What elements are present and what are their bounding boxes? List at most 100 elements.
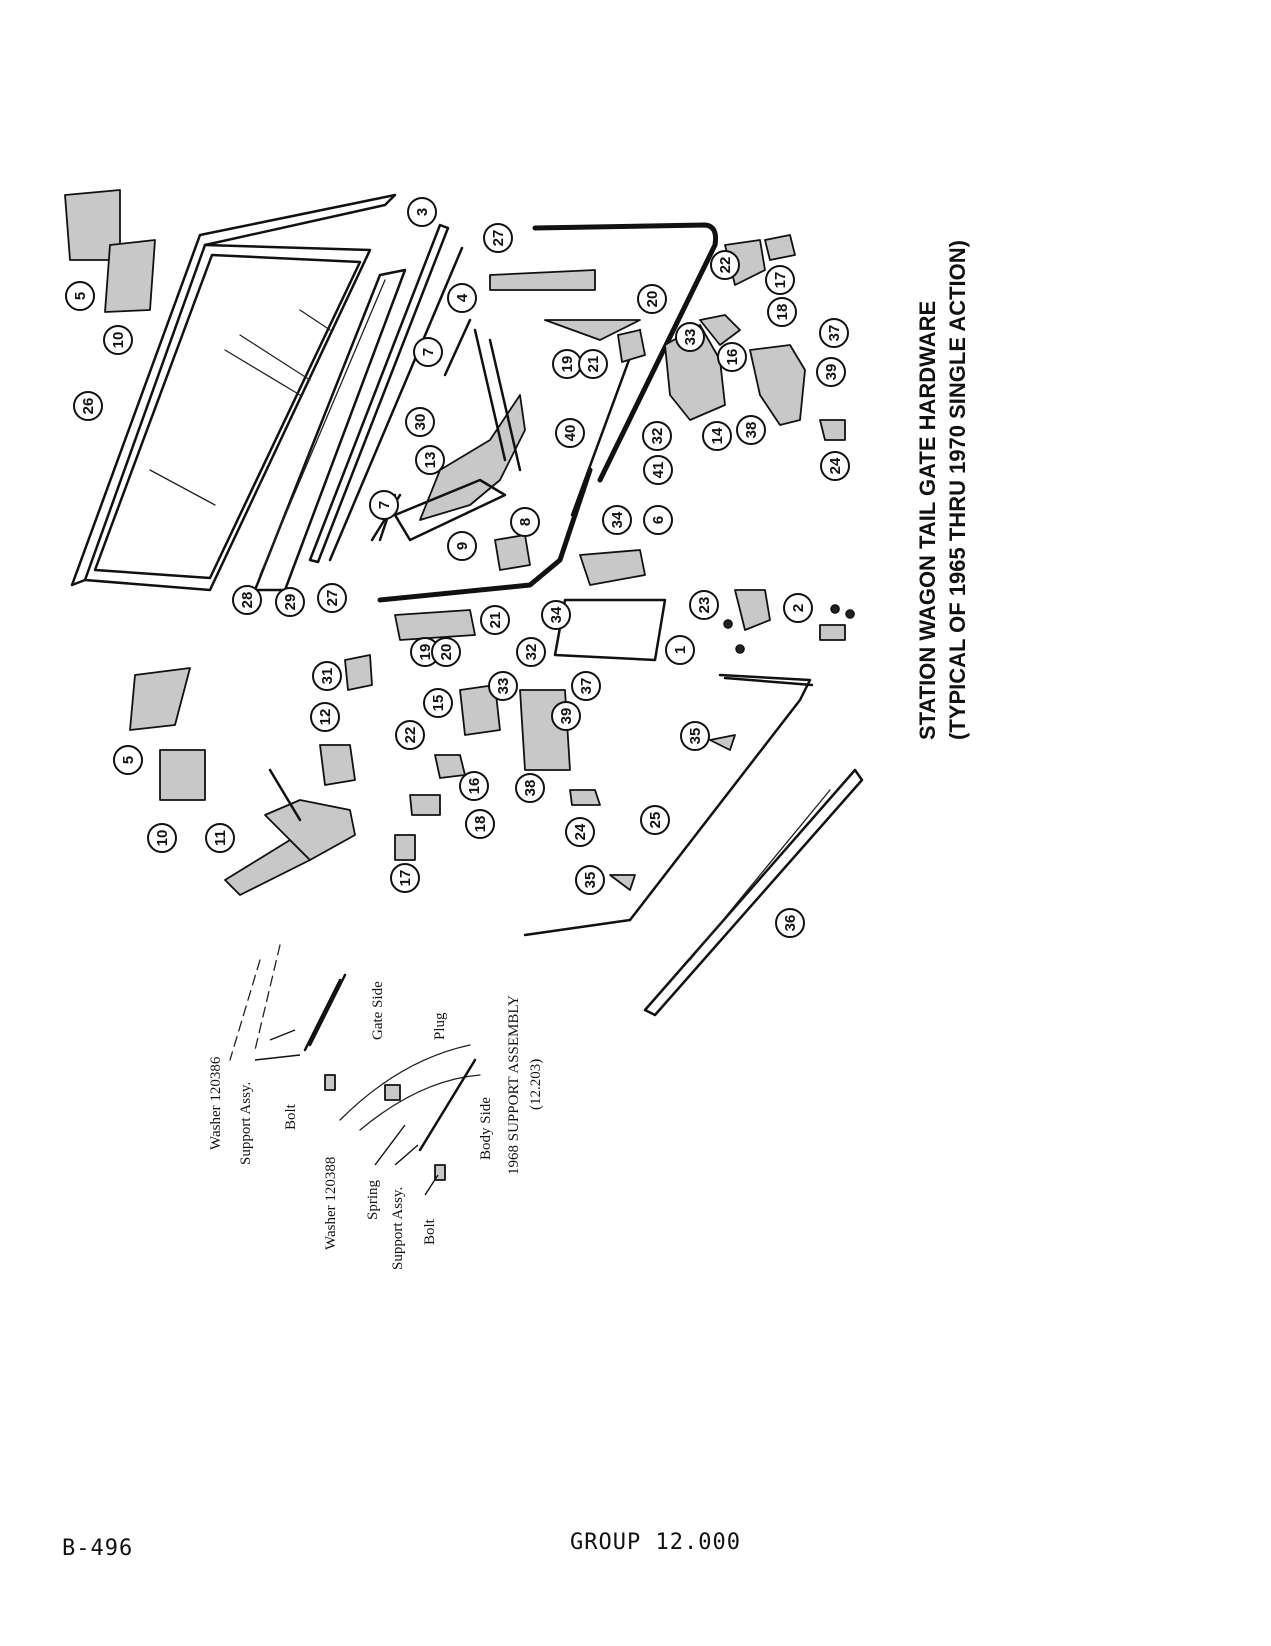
callout-10: 10 [147,823,177,853]
callout-number: 38 [743,422,760,439]
callout-31: 31 [312,661,342,691]
callout-number: 6 [650,516,667,524]
callout-number: 29 [282,594,299,611]
callout-number: 35 [687,728,704,745]
inset-label-washer-120386: Washer 120386 [208,1056,224,1150]
callout-32: 32 [516,637,546,667]
hinge-group-right [489,234,846,441]
callout-17: 17 [765,265,795,295]
callout-33: 33 [488,671,518,701]
latch-and-plate-group [494,534,855,662]
callout-number: 39 [823,364,840,381]
callout-25: 25 [640,805,670,835]
callout-number: 4 [454,293,471,302]
callout-number: 17 [772,272,789,289]
callout-number: 14 [709,427,726,444]
callout-number: 35 [582,872,599,889]
page-number: B-496 [62,1536,134,1561]
callout-22: 22 [710,250,740,280]
callout-number: 32 [523,644,540,661]
callout-21: 21 [578,349,608,379]
callout-13: 13 [415,445,445,475]
callout-number: 18 [472,816,489,833]
callout-number: 27 [324,590,341,607]
callout-number: 7 [376,501,393,509]
support-rods [523,673,864,1017]
callout-5: 5 [65,281,95,311]
callout-37: 37 [571,671,601,701]
callout-number: 16 [466,778,483,795]
inset-label-spring: Spring [365,1179,381,1220]
callout-35: 35 [680,721,710,751]
callout-number: 20 [438,644,455,661]
callout-3: 3 [407,197,437,227]
callout-number: 10 [154,830,171,847]
callout-number: 5 [72,292,89,300]
callout-10: 10 [103,325,133,355]
callout-36: 36 [775,908,805,938]
inset-label-gate-side: Gate Side [370,981,386,1040]
callout-30: 30 [405,407,435,437]
callout-26: 26 [73,391,103,421]
callout-number: 13 [422,452,439,469]
callout-number: 41 [650,462,667,479]
callout-number: 22 [402,727,419,744]
callout-number: 31 [319,668,336,685]
inset-title: 1968 SUPPORT ASSEMBLY [506,995,522,1175]
callout-number: 20 [644,291,661,308]
callout-number: 15 [430,695,447,712]
callout-16: 16 [459,771,489,801]
callout-23: 23 [689,590,719,620]
callout-39: 39 [551,701,581,731]
callout-29: 29 [275,587,305,617]
callout-22: 22 [395,720,425,750]
support-assembly-inset: Washer 120386 Support Assy. Bolt Washer … [208,944,544,1270]
callout-17: 17 [390,863,420,893]
callout-number: 18 [774,304,791,321]
callout-27: 27 [317,583,347,613]
callout-number: 5 [120,756,137,764]
callout-33: 33 [675,322,705,352]
callout-37: 37 [819,318,849,348]
callout-15: 15 [423,688,453,718]
callout-18: 18 [465,809,495,839]
callout-number: 26 [80,398,97,415]
callout-number: 28 [239,592,256,609]
inset-reference: (12.203) [528,1059,544,1110]
callout-27: 27 [483,223,513,253]
callout-number: 30 [412,414,429,431]
callout-number: 33 [495,678,512,695]
callout-number: 21 [585,356,602,373]
callout-5: 5 [113,745,143,775]
callout-9: 9 [447,531,477,561]
inset-label-bolt-upper: Bolt [283,1103,299,1130]
callout-28: 28 [232,585,262,615]
callout-number: 19 [417,644,434,661]
callout-number: 12 [317,709,334,726]
callout-12: 12 [310,702,340,732]
callout-number: 24 [572,823,589,840]
callout-number: 32 [649,428,666,445]
callout-number: 11 [212,830,229,846]
callout-19: 19 [410,637,440,667]
callout-19: 19 [552,349,582,379]
callout-35: 35 [575,865,605,895]
callout-21: 21 [480,605,510,635]
inset-label-support-assy-upper: Support Assy. [238,1082,254,1165]
callout-8: 8 [510,507,540,537]
diagram-title: STATION WAGON TAIL GATE HARDWARE (TYPICA… [915,240,970,740]
callout-number: 37 [826,325,843,342]
inset-label-plug: Plug [432,1012,448,1040]
callout-number: 34 [548,606,565,623]
callout-24: 24 [565,817,595,847]
callout-7: 7 [413,337,443,367]
callout-number: 36 [782,915,799,932]
callout-number: 21 [487,612,504,629]
inset-label-body-side: Body Side [478,1097,494,1160]
callout-number: 2 [790,604,807,612]
callout-number: 9 [454,542,471,550]
callout-number: 37 [578,678,595,695]
callout-number: 19 [559,356,576,373]
